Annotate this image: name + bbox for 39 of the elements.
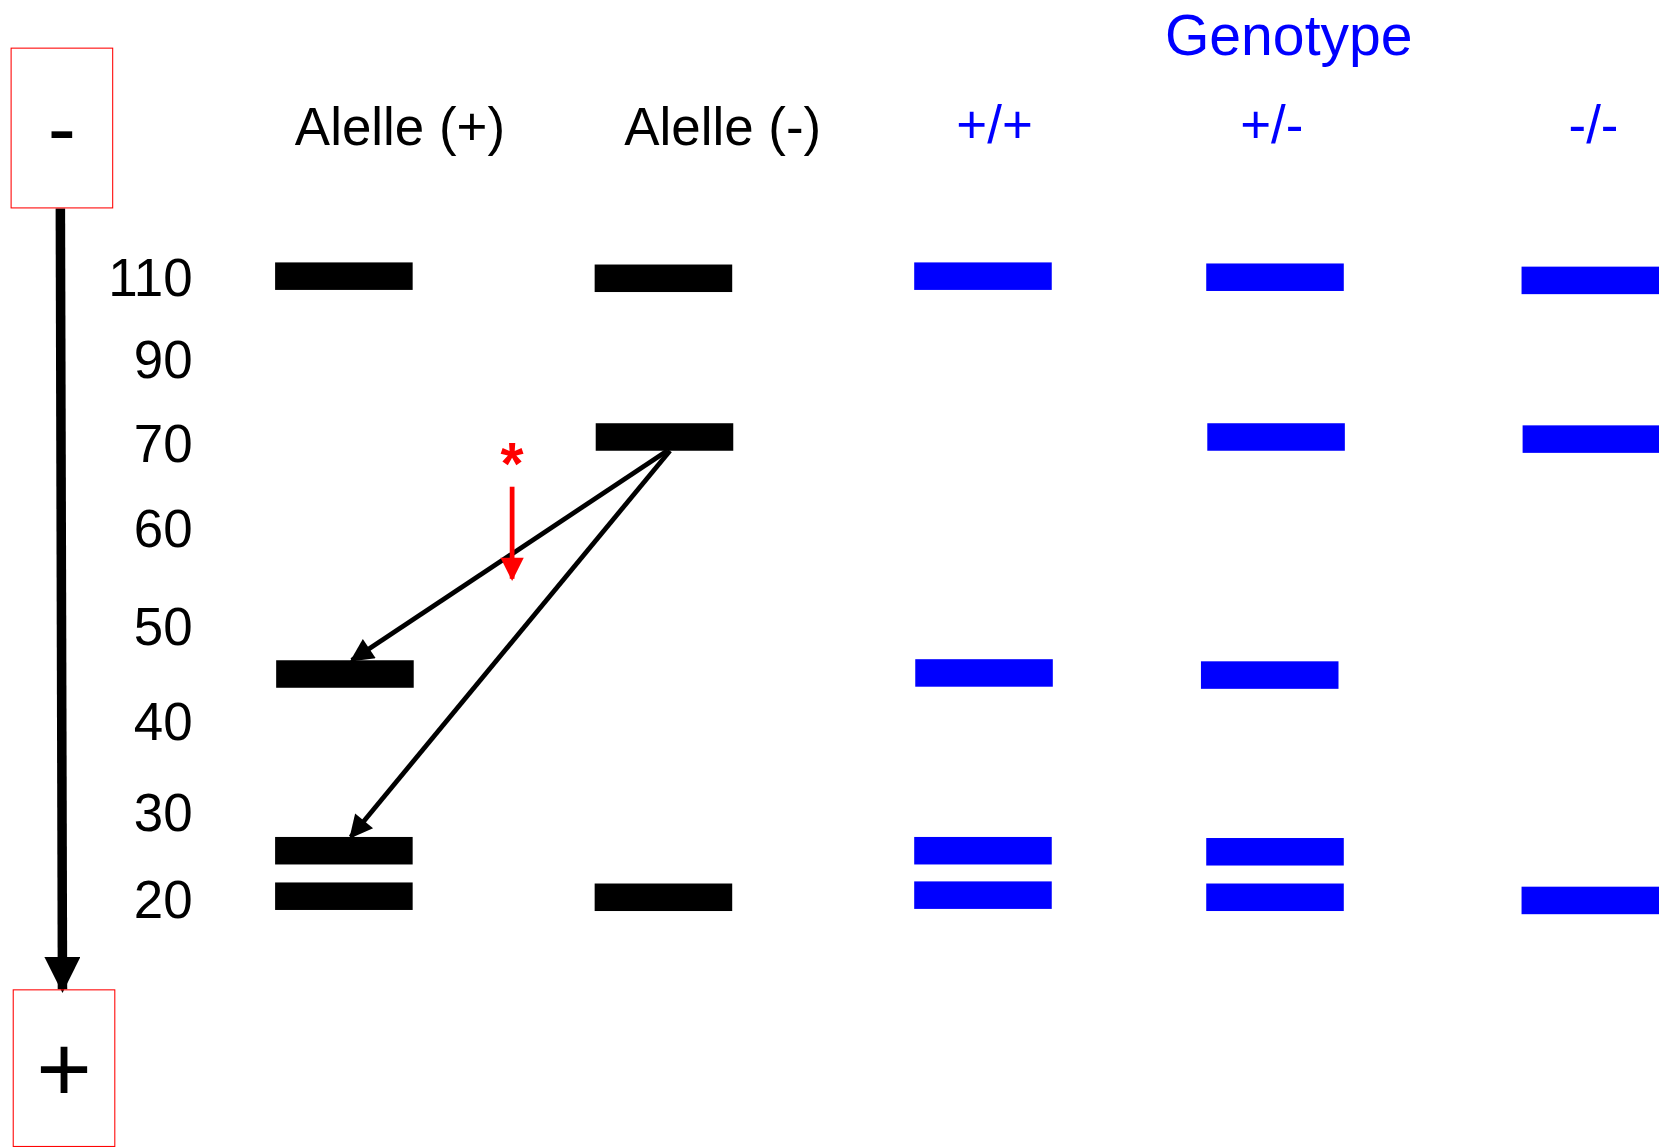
size-marker: 60 (133, 502, 193, 556)
gel-band (1521, 266, 1659, 295)
gel-band (1206, 263, 1344, 291)
gel-band (276, 660, 414, 688)
arrow (348, 449, 672, 839)
asterisk-mark: * (500, 429, 524, 497)
size-marker: 70 (133, 417, 193, 471)
arrow (44, 208, 81, 993)
gel-band (275, 262, 413, 290)
gel-band (275, 882, 413, 910)
gel-band (914, 836, 1052, 865)
lane-heading: Alelle (+) (294, 100, 506, 154)
size-marker: 50 (133, 601, 193, 654)
gel-band (1521, 886, 1659, 915)
gel-band (1200, 661, 1339, 689)
gel-band (914, 262, 1052, 290)
gel-band (1206, 883, 1344, 911)
gel-band (594, 264, 733, 293)
lane-heading: +/+ (956, 98, 1033, 152)
gel-band (595, 423, 734, 451)
electrode-sign: - (47, 85, 76, 171)
lane-heading: +/- (1240, 98, 1304, 152)
gel-band (915, 659, 1053, 687)
size-marker: 30 (133, 786, 193, 840)
gel-band (914, 881, 1052, 909)
electrode-sign: + (36, 1020, 92, 1116)
gel-band (1522, 425, 1659, 453)
size-marker: 20 (133, 874, 193, 927)
gel-band (594, 883, 733, 911)
lane-heading: -/- (1568, 98, 1619, 152)
arrow (500, 486, 524, 582)
size-marker: 90 (133, 333, 193, 387)
gel-band (1206, 838, 1344, 866)
gel-band (1207, 423, 1345, 451)
size-marker: 40 (133, 695, 193, 749)
size-marker: 110 (108, 251, 193, 305)
lane-heading: Alelle (-) (624, 100, 822, 154)
gel-band (275, 836, 413, 865)
arrow (349, 448, 669, 663)
